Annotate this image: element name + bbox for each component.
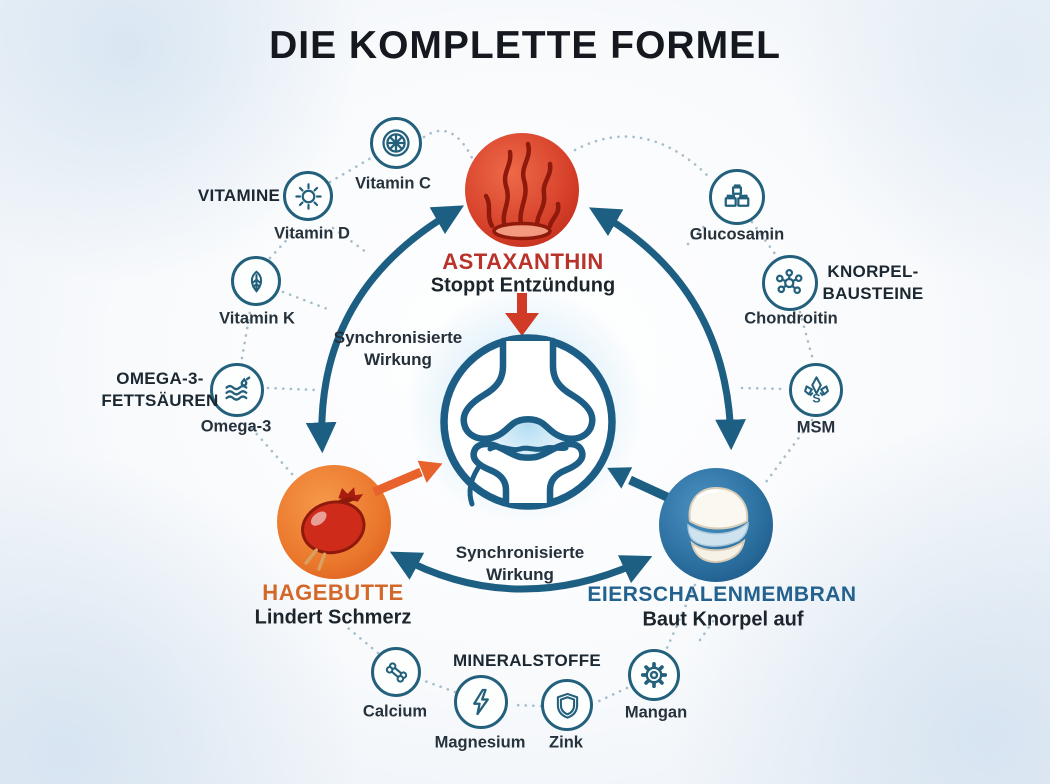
group-label-omega-line2: FETTSÄUREN (101, 391, 219, 410)
astaxanthin-effect: Stoppt Entzündung (430, 274, 616, 297)
sync-label-left: Synchronisierte Wirkung (334, 327, 463, 371)
group-label-omega-3-fettsaeuren: OMEGA-3- FETTSÄUREN (101, 368, 218, 412)
dotted-connectors (240, 129, 815, 708)
center-joint (440, 334, 616, 510)
arrow-membrane-to-joint (607, 467, 669, 502)
group-label-knorpel-line2: BAUSTEINE (822, 284, 924, 303)
satellite-magnesium (454, 675, 508, 729)
group-label-mineralstoffe: MINERALSTOFFE (452, 651, 602, 670)
sync-arc-right (588, 207, 746, 451)
group-label-omega-line1: OMEGA-3- (116, 369, 204, 388)
sun-icon (294, 182, 322, 210)
sync-arc-bottom (389, 551, 653, 593)
label-zink: Zink (549, 733, 583, 752)
node-to-joint-arrows (372, 293, 669, 502)
satellite-chondroitin (762, 255, 818, 311)
label-chondroitin: Chondroitin (744, 309, 838, 328)
bone-icon (385, 661, 407, 683)
leaf-icon (250, 270, 262, 293)
astaxanthin-title: ASTAXANTHIN (442, 249, 604, 274)
molecule-icon (775, 268, 803, 295)
sync-label-bottom-line2: Wirkung (486, 565, 554, 584)
eierschalenmembran-title: EIERSCHALENMEMBRAN (587, 583, 857, 606)
label-msm: MSM (796, 418, 836, 437)
label-magnesium: Magnesium (434, 733, 526, 752)
group-label-knorpel-line1: KNORPEL- (827, 262, 919, 281)
satellite-vitamin-c (370, 117, 422, 169)
hagebutte-node (277, 465, 391, 579)
rosehip-icon (301, 487, 366, 571)
page-title: DIE KOMPLETTE FORMEL (269, 24, 781, 67)
eggshell-icon (687, 486, 749, 564)
label-vitamin-d: Vitamin D (274, 224, 350, 243)
lightning-icon (473, 688, 489, 716)
sync-label-left-line2: Wirkung (364, 350, 432, 369)
eierschalenmembran-effect: Baut Knorpel auf (642, 608, 804, 631)
satellite-omega-3 (210, 363, 264, 417)
algae-icon (483, 141, 561, 241)
label-mangan: Mangan (624, 703, 688, 722)
label-vitamin-c: Vitamin C (355, 174, 431, 193)
knee-joint-icon (460, 337, 596, 507)
svg-text:S: S (812, 391, 820, 405)
sync-arcs (305, 205, 746, 593)
hagebutte-effect: Lindert Schmerz (254, 606, 412, 629)
eierschalenmembran-node (659, 468, 773, 582)
label-vitamin-k: Vitamin K (219, 309, 295, 328)
satellite-vitamin-d (283, 171, 333, 221)
satellite-vitamin-k (231, 256, 281, 306)
satellite-msm: S (789, 363, 843, 417)
waves-drop-icon (224, 376, 250, 401)
sync-arc-left (305, 205, 465, 454)
sync-label-left-line1: Synchronisierte (333, 328, 463, 347)
arrow-hagebutte-to-joint (372, 460, 443, 497)
label-glucosamin: Glucosamin (689, 225, 785, 244)
label-calcium: Calcium (362, 702, 428, 721)
satellite-zink (541, 679, 593, 731)
satellite-mangan (628, 649, 680, 701)
astaxanthin-node (465, 133, 579, 247)
group-label-knorpel-bausteine: KNORPEL- BAUSTEINE (823, 261, 924, 305)
satellite-calcium (371, 647, 421, 697)
citrus-slice-icon (382, 129, 410, 157)
arrow-astaxanthin-to-joint (505, 293, 539, 336)
crystal-icon: S (803, 375, 829, 405)
gear-icon (640, 661, 668, 689)
shield-icon (556, 692, 578, 719)
sync-label-bottom: Synchronisierte Wirkung (456, 542, 585, 586)
hagebutte-title: HAGEBUTTE (262, 580, 404, 605)
label-omega-3: Omega-3 (200, 417, 272, 436)
satellite-glucosamin (709, 169, 765, 225)
group-label-vitamine: VITAMINE (197, 186, 281, 205)
sync-label-bottom-line1: Synchronisierte (455, 543, 585, 562)
building-blocks-icon (724, 184, 750, 207)
